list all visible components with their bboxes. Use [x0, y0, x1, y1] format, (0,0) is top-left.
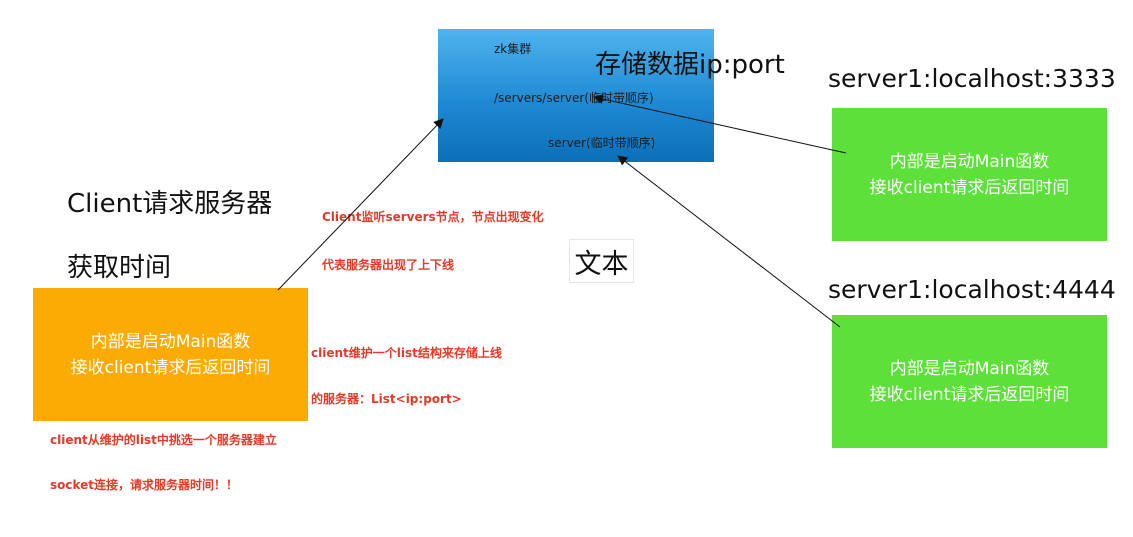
zk-title: zk集群	[494, 42, 532, 56]
server1-line2: 接收client请求后返回时间	[869, 177, 1070, 198]
note-list-line2: 的服务器：List<ip:port>	[311, 392, 462, 406]
client-line2: 接收client请求后返回时间	[70, 357, 271, 378]
note-watch-line1: Client监听servers节点，节点出现变化	[322, 210, 544, 224]
server2-label: server1:localhost:4444	[828, 275, 1116, 304]
server2-line1: 内部是启动Main函数	[889, 358, 1050, 379]
server2-box: 内部是启动Main函数 接收client请求后返回时间	[832, 315, 1107, 448]
client-box: 内部是启动Main函数 接收client请求后返回时间	[33, 288, 308, 421]
client-subtitle: 获取时间	[67, 253, 172, 283]
note-pick-line2: socket连接，请求服务器时间！！	[50, 478, 239, 492]
note-pick-line1: client从维护的list中挑选一个服务器建立	[50, 433, 277, 447]
server1-box: 内部是启动Main函数 接收client请求后返回时间	[832, 108, 1107, 241]
client-title: Client请求服务器	[67, 189, 273, 219]
client-line1: 内部是启动Main函数	[90, 331, 251, 352]
text-box[interactable]: 文本	[569, 239, 634, 283]
server1-line1: 内部是启动Main函数	[889, 151, 1050, 172]
zk-servers-path: /servers/server(临时带顺序)	[494, 91, 654, 105]
store-data-label: 存储数据ip:port	[595, 50, 785, 80]
note-watch-line2: 代表服务器出现了上下线	[322, 258, 455, 272]
server2-line2: 接收client请求后返回时间	[869, 384, 1070, 405]
zk-server-node: server(临时带顺序)	[548, 136, 656, 150]
arrow-server2-to-zk	[617, 155, 841, 328]
note-list-line1: client维护一个list结构来存储上线	[311, 346, 502, 360]
server1-label: server1:localhost:3333	[828, 64, 1116, 93]
